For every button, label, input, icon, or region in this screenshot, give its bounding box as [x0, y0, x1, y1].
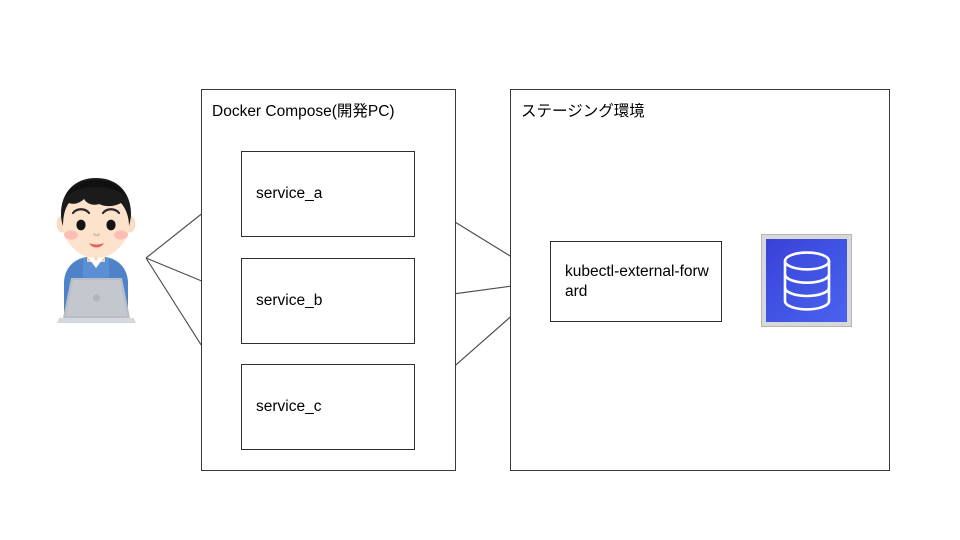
database-icon[interactable] [761, 234, 852, 327]
group-docker-compose-title: Docker Compose(開発PC) [212, 103, 395, 120]
node-service-c[interactable]: service_c [241, 364, 415, 450]
person-with-laptop-icon [56, 178, 136, 323]
node-service-c-label: service_c [256, 398, 322, 416]
node-service-a[interactable]: service_a [241, 151, 415, 237]
node-service-b[interactable]: service_b [241, 258, 415, 344]
node-service-a-label: service_a [256, 185, 323, 203]
database-icon-background [766, 239, 847, 322]
node-kubectl-external-forward-label: kubectl-external-forward [565, 262, 709, 300]
developer-illustration [44, 172, 148, 324]
node-service-b-label: service_b [256, 292, 323, 310]
database-cylinder-icon [783, 250, 830, 311]
node-kubectl-external-forward[interactable]: kubectl-external-forward [550, 241, 722, 322]
group-staging-title: ステージング環境 [521, 103, 645, 120]
